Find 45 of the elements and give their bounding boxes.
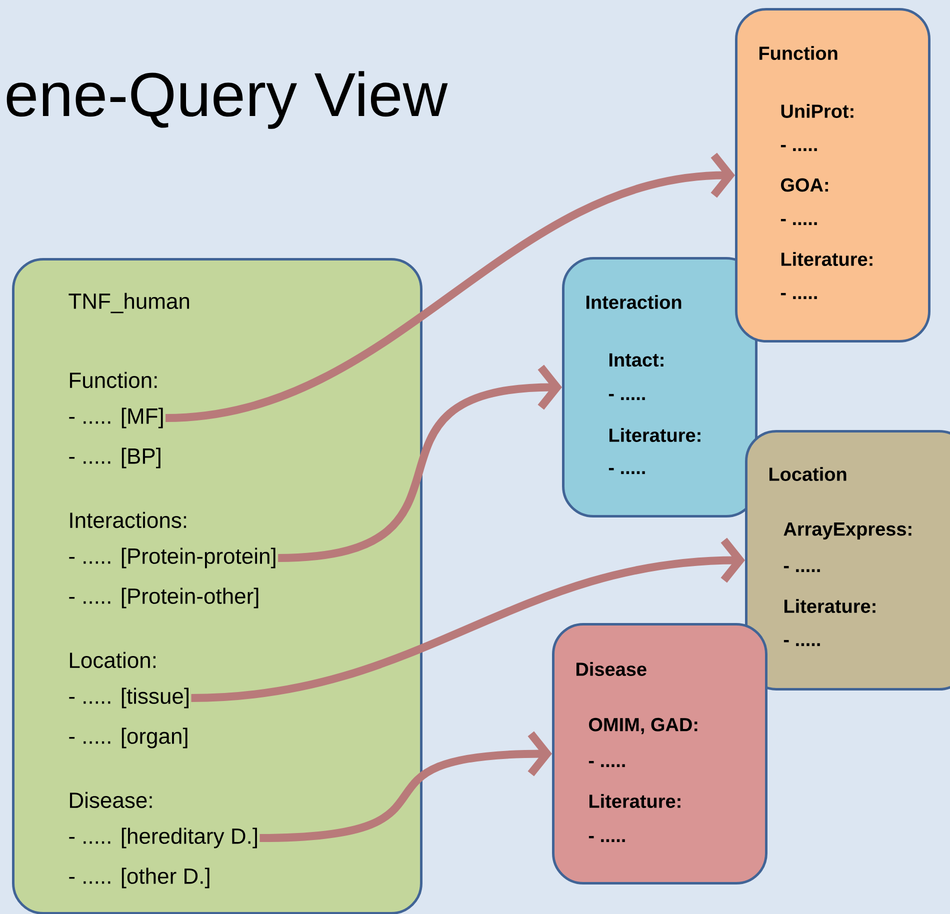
placeholder-text: - .....	[784, 640, 820, 646]
source-label: Literature:	[589, 794, 680, 808]
section-label: Disease:	[70, 792, 152, 808]
placeholder-text: - .....	[608, 394, 645, 400]
placeholder-text: - .....	[588, 836, 625, 842]
curved-arrow	[191, 538, 745, 702]
source-label: GOA:	[781, 178, 828, 192]
curved-arrow	[260, 731, 552, 842]
source-label: Intact:	[609, 353, 664, 367]
list-item: - ..... [Protein-other]	[69, 588, 258, 608]
category-box	[745, 430, 950, 690]
entry-box	[12, 258, 422, 914]
curved-arrow	[278, 364, 562, 562]
section-label: Function:	[70, 372, 157, 388]
section-label: Location:	[70, 652, 156, 668]
source-label: ArrayExpress:	[784, 522, 912, 540]
list-item: - ..... [MF]	[69, 408, 163, 428]
placeholder-text: - .....	[780, 144, 817, 152]
box-heading: Disease	[576, 662, 646, 676]
list-item: - ..... [Protein-protein]	[69, 548, 276, 568]
category-box	[735, 8, 930, 342]
list-item: - ..... [other D.]	[69, 868, 210, 888]
source-label: Literature:	[784, 599, 876, 613]
placeholder-text: - .....	[784, 566, 820, 572]
box-heading: Interaction	[586, 295, 682, 309]
category-box	[562, 257, 758, 518]
placeholder-text: - .....	[780, 292, 817, 300]
list-item: - ..... [tissue]	[69, 688, 188, 708]
category-box	[552, 623, 768, 884]
placeholder-text: - .....	[608, 468, 645, 474]
box-heading: Function	[759, 46, 838, 60]
section-label: Interactions:	[70, 512, 186, 528]
placeholder-text: - .....	[780, 218, 817, 226]
list-item: - ..... [hereditary D.]	[69, 828, 257, 848]
source-label: Literature:	[781, 252, 872, 266]
box-heading: Location	[769, 467, 846, 481]
source-label: OMIM, GAD:	[589, 718, 698, 734]
curved-arrow	[165, 152, 735, 422]
placeholder-text: - .....	[588, 760, 625, 768]
list-item: - ..... [BP]	[69, 448, 160, 468]
source-label: Literature:	[609, 428, 700, 442]
box-heading: TNF_human	[68, 292, 190, 314]
slide-title: ene-Query View	[6, 71, 448, 129]
source-label: UniProt:	[781, 104, 854, 118]
list-item: - ..... [organ]	[69, 728, 188, 748]
